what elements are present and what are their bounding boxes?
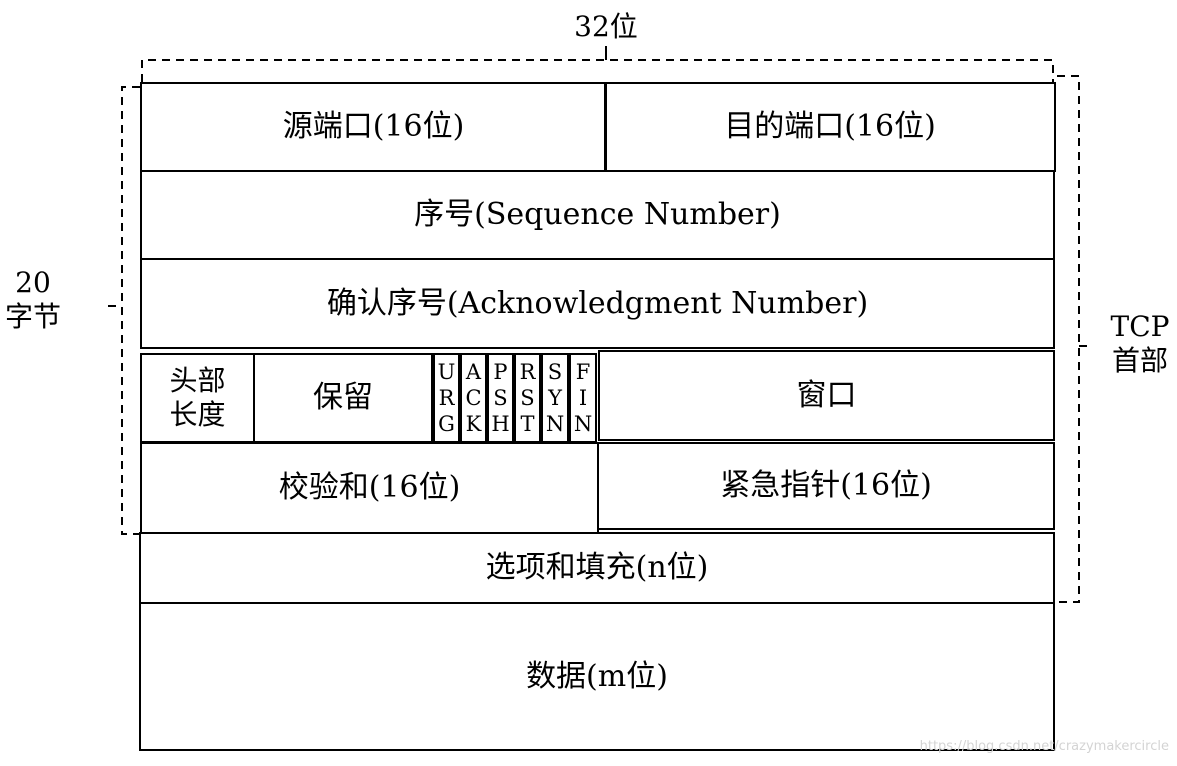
dest-port-label: 目的端口(16位) [724, 109, 936, 144]
top-32bit-label: 32位 [574, 10, 638, 43]
window-label: 窗口 [796, 377, 857, 413]
flag-urg: U R G [433, 353, 460, 443]
left-label-line2: 字节 [4, 299, 61, 333]
flag-psh-char-3: H [491, 412, 510, 437]
flag-rst-char-1: R [519, 359, 536, 384]
header-length-line1: 头部 [169, 364, 226, 398]
options-padding-field: 选项和填充(n位) [139, 532, 1055, 604]
flag-ack: A C K [460, 353, 487, 443]
dest-port-field: 目的端口(16位) [604, 82, 1056, 172]
flag-ack-char-2: C [465, 385, 482, 410]
options-padding-label: 选项和填充(n位) [485, 550, 709, 585]
reserved-field: 保留 [253, 353, 433, 443]
flag-psh-char-1: P [493, 359, 508, 384]
flag-rst-char-2: S [520, 385, 535, 410]
flag-psh-char-2: S [493, 385, 508, 410]
data-field: 数据(m位) [139, 602, 1055, 751]
window-field: 窗口 [598, 350, 1055, 441]
left-label-line1: 20 [15, 266, 51, 299]
right-bracket [1057, 75, 1080, 603]
urgent-pointer-field: 紧急指针(16位) [597, 442, 1055, 530]
flag-ack-char-1: A [465, 359, 482, 384]
ack-number-field: 确认序号(Acknowledgment Number) [140, 258, 1055, 349]
urgent-pointer-label: 紧急指针(16位) [720, 468, 932, 503]
flag-psh: P S H [487, 353, 514, 443]
flag-syn-char-2: Y [548, 385, 562, 410]
right-label-line2: 首部 [1111, 343, 1168, 377]
left-bracket [121, 86, 140, 535]
flag-fin-char-2: I [578, 385, 588, 410]
header-length-line2: 长度 [169, 398, 226, 431]
sequence-number-label: 序号(Sequence Number) [414, 197, 781, 232]
data-label: 数据(m位) [526, 658, 668, 694]
flag-urg-char-2: R [438, 385, 455, 410]
right-tcp-header-label: TCP 首部 [1104, 310, 1176, 377]
checksum-field: 校验和(16位) [140, 442, 599, 534]
checksum-label: 校验和(16位) [278, 470, 461, 505]
left-20byte-label: 20 字节 [0, 266, 66, 333]
source-port-field: 源端口(16位) [140, 82, 607, 172]
right-label-line1: TCP [1110, 310, 1170, 343]
flag-syn: S Y N [541, 353, 569, 443]
source-port-label: 源端口(16位) [282, 109, 465, 144]
flag-urg-char-3: G [438, 412, 455, 437]
ack-number-label: 确认序号(Acknowledgment Number) [326, 285, 869, 321]
flag-fin: F I N [569, 353, 597, 443]
flag-urg-char-1: U [437, 359, 456, 384]
reserved-label: 保留 [313, 380, 373, 415]
flag-syn-char-1: S [547, 359, 563, 384]
flag-fin-char-1: F [575, 359, 591, 384]
flag-fin-char-3: N [573, 412, 593, 437]
header-length-field: 头部 长度 [140, 353, 255, 443]
flag-rst: R S T [514, 353, 541, 443]
watermark-text: https://blog.csdn.net/crazymakercircle [919, 739, 1169, 754]
flag-syn-char-3: N [545, 412, 565, 437]
sequence-number-field: 序号(Sequence Number) [140, 170, 1055, 260]
top-bracket [141, 59, 1054, 82]
flag-rst-char-3: T [520, 412, 535, 437]
flag-ack-char-3: K [465, 412, 482, 437]
